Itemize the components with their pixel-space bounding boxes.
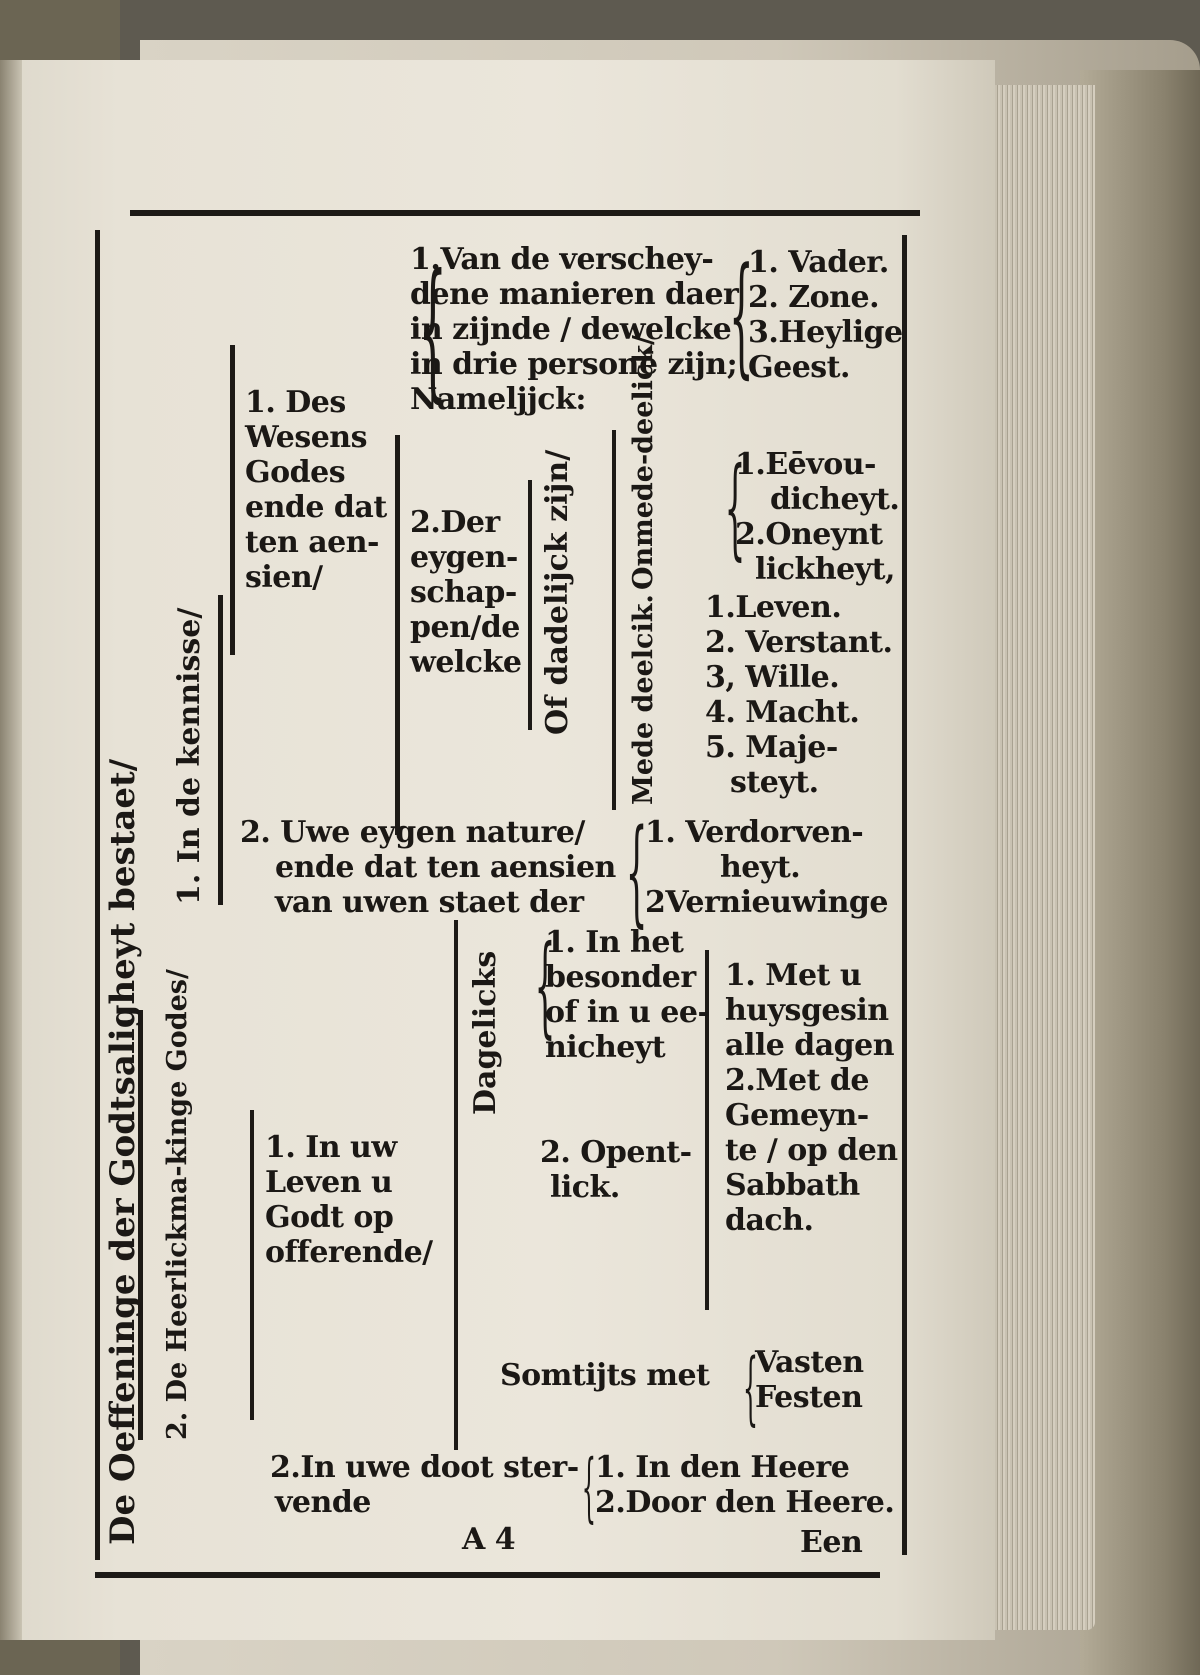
leven-block: 1. In uw Leven u Godt op offerende/ — [265, 1130, 433, 1270]
dadelijck-rotated: Of dadelijck zijn/ — [540, 449, 575, 735]
rule-top — [130, 210, 920, 216]
rule-main-left — [95, 230, 100, 1560]
mede-block: 1.Leven. 2. Verstant. 3, Wille. 4. Macht… — [705, 590, 893, 800]
somtijts-items: Vasten Festen — [755, 1345, 864, 1415]
rule-dagelicks — [454, 920, 458, 1450]
rule-wesen — [230, 345, 235, 655]
brace-maniere: { — [418, 243, 448, 417]
wesen-block: 1. Des Wesens Godes ende dat ten aen- si… — [245, 385, 387, 595]
rule-leven — [250, 1110, 254, 1420]
rule-dadelijck — [528, 480, 532, 730]
somtijts-text: Somtijts met — [500, 1358, 710, 1393]
rule-branch2 — [138, 1010, 143, 1440]
catchword: Een — [800, 1525, 863, 1560]
brace-personen: { — [728, 239, 754, 391]
rule-huys — [705, 950, 709, 1310]
rule-bottom — [95, 1572, 880, 1578]
brace-heere: { — [581, 1443, 597, 1531]
rule-right — [902, 235, 907, 1555]
gutter-shadow — [0, 60, 22, 1640]
rule-branch1 — [218, 595, 223, 905]
heere-block: 1. In den Heere 2.Door den Heere. — [595, 1450, 895, 1520]
page-edges — [985, 85, 1095, 1630]
personen-block: 1. Vader. 2. Zone. 3.Heylige Geest. — [748, 245, 903, 385]
besonder-block: 1. In het besonder of in u ee- nicheyt — [545, 925, 710, 1065]
openlick-block: 2. Opent- lick. — [540, 1135, 692, 1205]
doot-block: 2.In uwe doot ster- vende — [270, 1450, 579, 1520]
signature-mark: A 4 — [462, 1522, 516, 1557]
eygenschappen-block: 2.Der eygen- schap- pen/de welcke — [410, 505, 522, 680]
staet-block: 1. Verdorven- heyt. 2Vernieuwinge — [645, 815, 889, 920]
brace-onmede: { — [724, 443, 746, 571]
huys-block: 1. Met u huysgesin alle dagen 2.Met de G… — [725, 958, 898, 1238]
maniere-block: 1.Van de verschey- dene manieren daer in… — [410, 242, 739, 417]
branch1-rotated: 1. In de kennisse/ — [172, 607, 207, 905]
dagelicks-rotated: Dagelicks — [468, 950, 503, 1115]
branch2-rotated: 2. De Heerlickma-kinge Godes/ — [162, 969, 193, 1440]
rule-eygen — [395, 435, 400, 835]
book-page — [0, 60, 995, 1640]
onmede-rotated: Onmede-deelick/ — [628, 335, 659, 590]
cover-edge — [1080, 70, 1200, 1675]
onmede-block: 1.Eēvou- dicheyt. 2.Oneynt lickheyt, — [735, 447, 900, 587]
mede-rotated: Mede deelcik. — [628, 594, 659, 805]
brace-besonder: { — [534, 921, 556, 1049]
brace-staet: { — [625, 805, 648, 939]
brace-somtijts: { — [742, 1341, 759, 1434]
title-rotated: De Oeffeninge der Godtsaligheyt bestaet/ — [103, 758, 143, 1545]
rule-onmede — [612, 430, 616, 810]
natuer-block: 2. Uwe eygen nature/ ende dat ten aensie… — [240, 815, 616, 920]
